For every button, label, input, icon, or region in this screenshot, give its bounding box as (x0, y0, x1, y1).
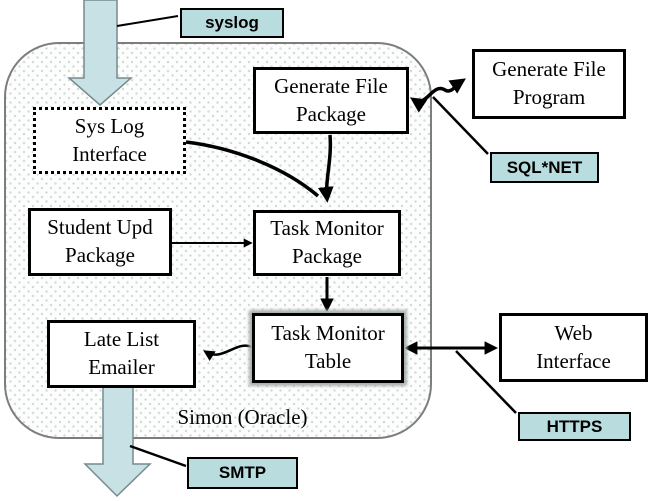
protocol-label-syslog: syslog (180, 8, 284, 38)
syslog-pointer-line (116, 15, 179, 27)
node-student-upd-package: Student Upd Package (28, 208, 172, 276)
smtp-block-arrow (83, 385, 152, 498)
node-generate-file-package: Generate File Package (253, 67, 409, 134)
edge-table-to-latelist (203, 344, 253, 361)
protocol-label-smtp: SMTP (187, 457, 298, 489)
protocol-label-https: HTTPS (518, 412, 631, 441)
node-task-monitor-table: Task Monitor Table (252, 313, 404, 383)
node-late-list-emailer: Late List Emailer (47, 320, 196, 388)
edge-genfilepkg-genfileprog (410, 78, 466, 113)
node-task-monitor-package: Task Monitor Package (253, 210, 401, 276)
https-pointer-line (455, 350, 517, 414)
edge-genfilepkg-to-taskmonitorpkg (317, 134, 334, 203)
smtp-pointer-line (129, 444, 187, 468)
node-web-interface: Web Interface (499, 313, 648, 382)
edge-syslog-to-taskmonitor (185, 140, 320, 198)
node-sys-log-interface: Sys Log Interface (33, 107, 186, 174)
container-title: Simon (Oracle) (177, 404, 308, 429)
sqlnet-pointer-line (432, 96, 489, 155)
syslog-block-arrow (66, 0, 134, 106)
protocol-label-sqlnet: SQL*NET (490, 152, 599, 183)
node-generate-file-program: Generate File Program (472, 49, 626, 119)
